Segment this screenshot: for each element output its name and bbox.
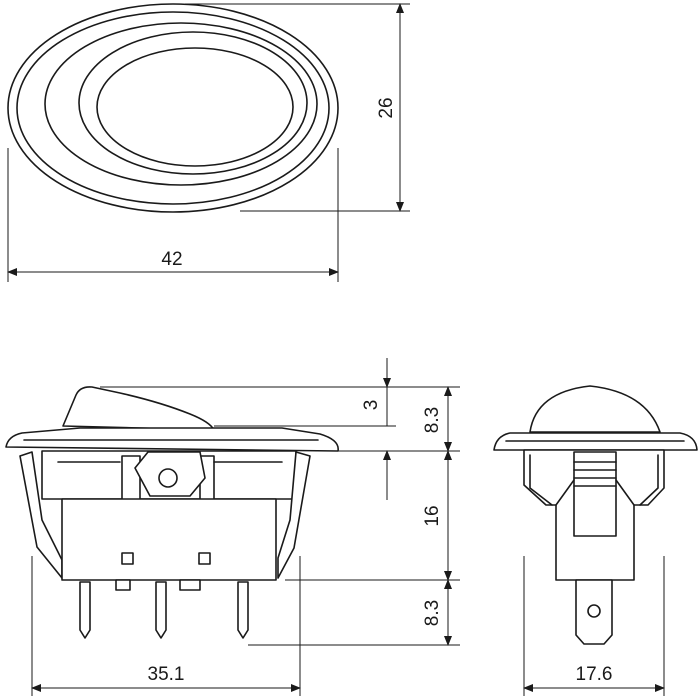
right-snap-clip <box>277 451 311 579</box>
terminal-window-right <box>198 552 211 565</box>
dim-label-terminal-length: 8.3 <box>422 600 443 626</box>
actuator-face-ellipse <box>96 47 294 167</box>
bezel-inner-ellipse <box>44 22 318 186</box>
dim-label-body-height: 16 <box>422 505 443 526</box>
terminal-pin-3 <box>237 581 249 639</box>
terminal-pin-2 <box>155 581 167 639</box>
bezel-ring-ellipse <box>16 11 330 205</box>
lower-body <box>61 498 277 581</box>
dim-label-upper-height: 8.3 <box>422 407 443 433</box>
pivot-pin <box>158 468 178 488</box>
actuator-outer-ellipse <box>78 31 308 175</box>
dim-label-body-width: 35.1 <box>148 664 185 685</box>
side-actuator-stem <box>573 451 617 537</box>
pivot-left-post <box>121 455 141 501</box>
dim-label-top-height: 26 <box>376 97 397 118</box>
terminal-hole <box>587 604 601 618</box>
side-clip-lines <box>529 454 659 506</box>
side-view: 17.6 <box>493 385 698 696</box>
terminal-pin-1 <box>79 581 91 639</box>
terminal-base-2 <box>179 579 201 591</box>
front-view: 3 8.3 16 8.3 35.1 <box>5 358 460 696</box>
dim-label-actuator-height: 3 <box>361 400 382 411</box>
side-inner-chamfers <box>555 479 635 506</box>
bezel-outer-ellipse <box>7 3 339 213</box>
terminal-base-1 <box>115 579 131 591</box>
side-dome-actuator <box>529 385 661 433</box>
dim-label-side-width: 17.6 <box>576 664 613 685</box>
terminal-window-left <box>121 552 134 565</box>
dim-label-top-width: 42 <box>161 249 182 270</box>
top-view: 42 26 <box>7 3 410 282</box>
rocker-actuator <box>62 386 215 431</box>
